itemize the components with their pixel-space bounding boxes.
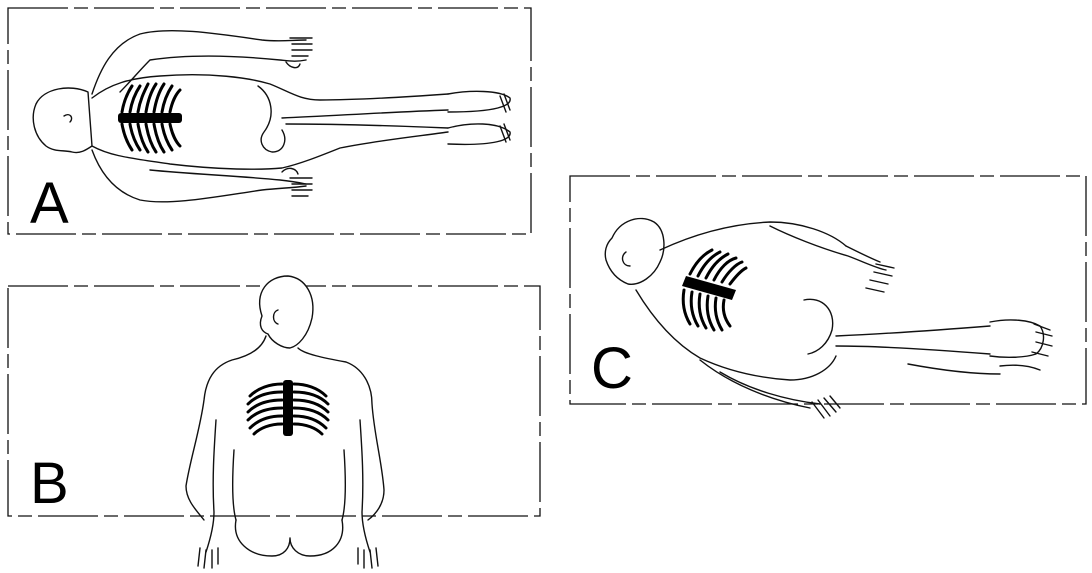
panel-a-figure: [33, 31, 510, 202]
panel-c-frame: [570, 176, 1086, 404]
panel-b-label: B: [30, 455, 69, 513]
upper-arm-outline: [92, 31, 306, 94]
hands-outline: [198, 548, 378, 568]
panel-b-figure: [186, 276, 384, 568]
legs-outline: [282, 110, 448, 128]
head-outline: [605, 219, 664, 285]
rib-cage-icon: [682, 250, 746, 330]
panel-b: [8, 276, 540, 568]
lower-arm-outline: [700, 360, 820, 408]
arms-outline: [206, 420, 370, 552]
feet-outline: [990, 320, 1043, 370]
upper-arm-outline: [770, 226, 886, 270]
lower-hand-outline: [812, 396, 840, 418]
panel-c: [570, 176, 1086, 418]
lower-arm-outline: [92, 150, 306, 202]
head-outline: [260, 276, 313, 348]
panel-c-figure: [605, 219, 1052, 418]
hips-outline: [258, 86, 285, 152]
toes-outline: [500, 94, 510, 142]
legs-outline: [836, 326, 1000, 374]
panel-a-label: A: [30, 175, 69, 233]
panel-c-label: C: [591, 340, 633, 398]
panel-a: [8, 8, 531, 234]
rib-cage-icon: [118, 84, 182, 152]
head-outline: [33, 88, 92, 153]
hips-outline: [235, 520, 342, 556]
rib-cage-icon: [248, 380, 328, 436]
upper-hand-outline: [286, 38, 312, 68]
